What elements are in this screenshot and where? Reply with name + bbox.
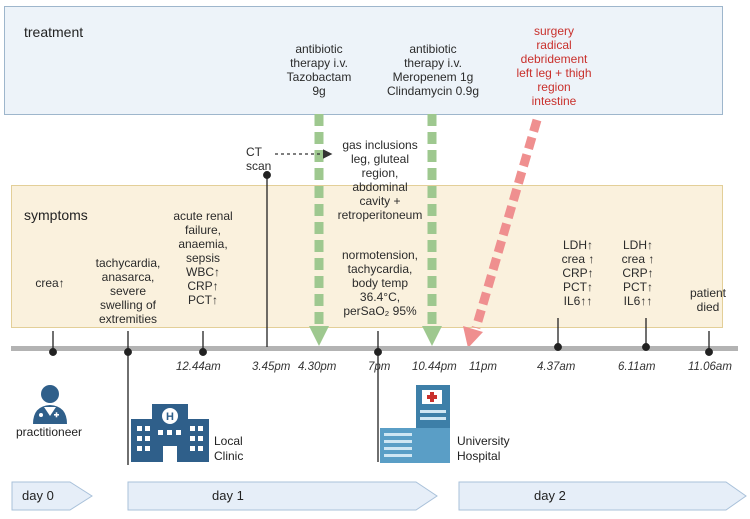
- practitioner-label: practitioneer: [16, 425, 83, 439]
- day-label: day 0: [22, 488, 54, 503]
- time-label: 6.11am: [618, 361, 656, 373]
- surgery-arrow: [463, 118, 542, 348]
- time-label: 10.44pm: [412, 361, 457, 373]
- clinic-building-icon: H: [131, 404, 209, 462]
- treatment-arrow-2: [422, 114, 442, 346]
- doctor-icon: [33, 385, 67, 424]
- day0-chevron: [11, 481, 93, 511]
- treatment-title: treatment: [24, 24, 84, 40]
- time-label: 3.45pm: [252, 361, 291, 373]
- treatment-arrow-1: [309, 114, 329, 346]
- symptom-labs-2: LDH↑crea ↑CRP↑PCT↑IL6↑↑: [621, 238, 655, 308]
- time-label: 4.30pm: [298, 361, 337, 373]
- time-label: 11pm: [469, 361, 497, 373]
- day-label: day 1: [212, 488, 244, 503]
- symptom-crea: crea↑: [35, 276, 65, 290]
- symptoms-title: symptoms: [24, 207, 88, 223]
- symptoms-panel: [11, 185, 723, 328]
- timeline-bar: [11, 346, 738, 351]
- time-label: 11.06am: [688, 361, 732, 373]
- day2-chevron: [458, 481, 747, 511]
- time-label: 7pm: [368, 361, 391, 373]
- treatment-panel: [4, 6, 723, 115]
- svg-text:H: H: [166, 411, 174, 423]
- day1-chevron: [127, 481, 438, 511]
- hospital-building-icon: [380, 385, 450, 463]
- time-label: 4.37am: [537, 361, 576, 373]
- day-label: day 2: [534, 488, 566, 503]
- symptom-labs-1: LDH↑crea ↑CRP↑PCT↑IL6↑↑: [561, 238, 595, 308]
- time-label: 12.44am: [176, 361, 221, 373]
